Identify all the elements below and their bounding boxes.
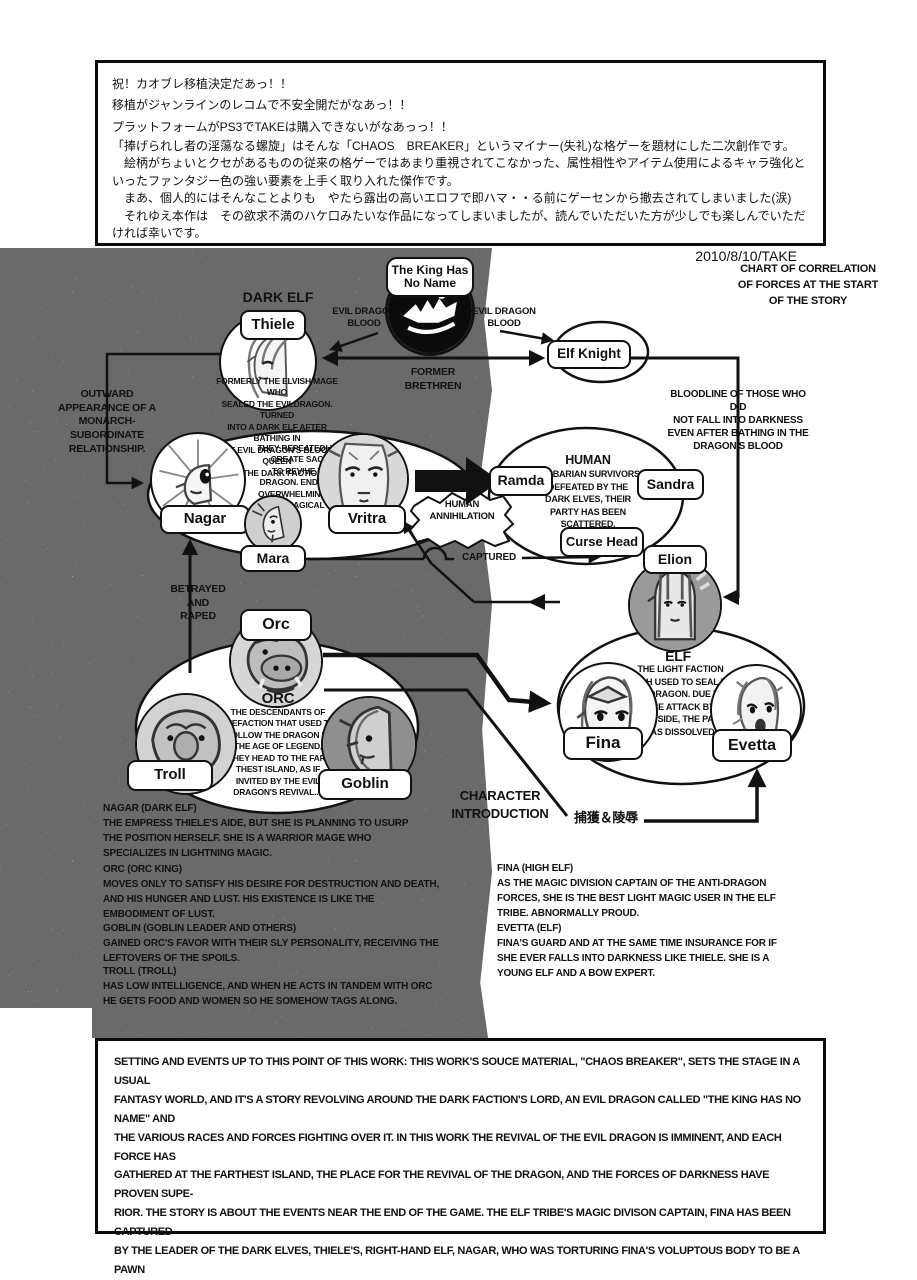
arrow-captured-to-cursehead bbox=[521, 550, 602, 564]
face-sketch-icon bbox=[630, 560, 720, 650]
intro-goblin: GOBLIN (GOBLIN LEADER AND OTHERS) GAINED… bbox=[103, 921, 473, 966]
captured-label: CAPTURED bbox=[462, 552, 516, 563]
elf-knight-name-box: Elf Knight bbox=[547, 340, 631, 369]
arrow-dragon-to-elfknight bbox=[499, 329, 555, 345]
evil-dragon-blood-right: EVIL DRAGON BLOOD bbox=[472, 306, 536, 330]
intro-line: プラットフォームがPS3でTAKEは購入できないがなあっっ！！ bbox=[112, 119, 453, 134]
intro-title: GOBLIN (GOBLIN LEADER AND OTHERS) bbox=[103, 923, 297, 934]
curse-head-name-box: Curse Head bbox=[560, 527, 644, 557]
intro-body: AS THE MAGIC DIVISION CAPTAIN OF THE ANT… bbox=[497, 878, 776, 919]
orc-heading: ORC bbox=[261, 690, 295, 707]
intro-fina: FINA (HIGH ELF) AS THE MAGIC DIVISION CA… bbox=[497, 861, 837, 921]
intro-title: ORC (ORC KING) bbox=[103, 864, 182, 875]
intro-line: それゆえ本作は その欲求不満のハケ口みたいな作品になってしまいましたが、読んでい… bbox=[112, 208, 806, 241]
intro-troll: TROLL (TROLL) HAS LOW INTELLIGENCE, AND … bbox=[103, 964, 473, 1009]
nagar-name-box: Nagar bbox=[160, 505, 250, 534]
sandra-name-box: Sandra bbox=[637, 469, 704, 500]
arrow-capture-to-evetta bbox=[644, 768, 767, 823]
bloodline-note: BLOODLINE OF THOSE WHO DID NOT FALL INTO… bbox=[667, 389, 809, 452]
troll-name-box: Troll bbox=[127, 760, 213, 791]
face-sketch-icon bbox=[246, 497, 300, 551]
intro-title: EVETTA (ELF) bbox=[497, 923, 562, 934]
thiele-name-box: Thiele bbox=[240, 310, 306, 340]
fina-name-box: Fina bbox=[563, 727, 643, 760]
intro-line: 祝！カオブレ移植決定だあっ！！ bbox=[112, 77, 293, 91]
mara-name-box: Mara bbox=[240, 545, 306, 572]
former-brethren-label: FORMER BRETHREN bbox=[404, 366, 462, 392]
arrowhead-left-captured bbox=[528, 594, 545, 610]
intro-orc: ORC (ORC KING) MOVES ONLY TO SATISFY HIS… bbox=[103, 862, 473, 922]
evetta-name-box: Evetta bbox=[712, 729, 792, 762]
intro-body: FINA'S GUARD AND AT THE SAME TIME INSURA… bbox=[497, 938, 777, 979]
intro-body: MOVES ONLY TO SATISFY HIS DESIRE FOR DES… bbox=[103, 879, 440, 920]
human-heading: HUMAN bbox=[565, 453, 611, 467]
king-name-box: The King Has No Name bbox=[386, 257, 474, 297]
thiele-description: FORMERLY THE ELVISH MAGE WHO SEALED THE … bbox=[216, 376, 338, 478]
intro-body: HAS LOW INTELLIGENCE, AND WHEN HE ACTS I… bbox=[103, 981, 433, 1007]
betrayed-raped-note: BETRAYED AND RAPED bbox=[170, 583, 226, 623]
elion-name-box: Elion bbox=[643, 545, 707, 574]
intro-line: まあ、個人的にはそんなことよりも やたら露出の高いエロフで即ハマ・・る前にゲーセ… bbox=[112, 191, 792, 206]
intro-note-box: 祝！カオブレ移植決定だあっ！！ 移植がジャンラインのレコムで不安全開だがなあっ！… bbox=[95, 60, 826, 264]
mara-portrait bbox=[244, 495, 302, 553]
intro-body: THE EMPRESS THIELE'S AIDE, BUT SHE IS PL… bbox=[103, 818, 409, 859]
setting-summary-box: SETTING AND EVENTS UP TO THIS POINT OF T… bbox=[95, 1038, 826, 1276]
chart-title: CHART OF CORRELATION OF FORCES AT THE ST… bbox=[737, 263, 879, 307]
character-introduction-heading: CHARACTER INTRODUCTION bbox=[451, 788, 549, 821]
vritra-name-box: Vritra bbox=[328, 505, 406, 534]
intro-nagar: NAGAR (DARK ELF) THE EMPRESS THIELE'S AI… bbox=[103, 801, 473, 861]
intro-title: TROLL (TROLL) bbox=[103, 966, 177, 977]
intro-line: 「捧げられし者の淫蕩なる螺旋」はそんな「CHAOS BREAKER」というマイナ… bbox=[112, 139, 795, 154]
face-sketch-icon bbox=[159, 439, 239, 520]
evil-dragon-blood-left: EVIL DRAGON BLOOD bbox=[332, 306, 396, 330]
capture-rape-label: 捕獲＆陵辱 bbox=[573, 810, 638, 825]
orc-name-box: Orc bbox=[240, 609, 312, 641]
intro-body: GAINED ORC'S FAVOR WITH THEIR SLY PERSON… bbox=[103, 938, 439, 964]
intro-evetta: EVETTA (ELF) FINA'S GUARD AND AT THE SAM… bbox=[497, 921, 837, 981]
outward-relationship-note: OUTWARD APPEARANCE OF A MONARCH-SUBORDIN… bbox=[57, 388, 157, 455]
intro-title: NAGAR (DARK ELF) bbox=[103, 803, 197, 814]
human-description: BARBARIAN SURVIVORS, DEFEATED BY THE DAR… bbox=[533, 469, 643, 530]
orc-description: THE DESCENDANTS OF THEFACTION THAT USED … bbox=[220, 707, 335, 798]
intro-line: 移植がジャンラインのレコムで不安全開だがなあっ！！ bbox=[112, 98, 412, 113]
intro-title: FINA (HIGH ELF) bbox=[497, 863, 574, 874]
human-annihilation-label: HUMAN ANNIHILATION bbox=[429, 499, 495, 523]
goblin-name-box: Goblin bbox=[318, 769, 412, 800]
elf-heading: ELF bbox=[665, 648, 691, 664]
intro-line: 絵柄がちょいとクセがあるものの従来の格ゲーではあまり重視されてこなかった、属性相… bbox=[112, 156, 806, 188]
corner-blank bbox=[0, 1008, 92, 1040]
ramda-name-box: Ramda bbox=[489, 466, 553, 496]
elion-portrait bbox=[628, 558, 722, 652]
signature-date: 2010/8/10/TAKE bbox=[695, 248, 797, 265]
setting-text: SETTING AND EVENTS UP TO THIS POINT OF T… bbox=[114, 1056, 801, 1276]
dark-elf-heading: DARK ELF bbox=[242, 289, 314, 305]
